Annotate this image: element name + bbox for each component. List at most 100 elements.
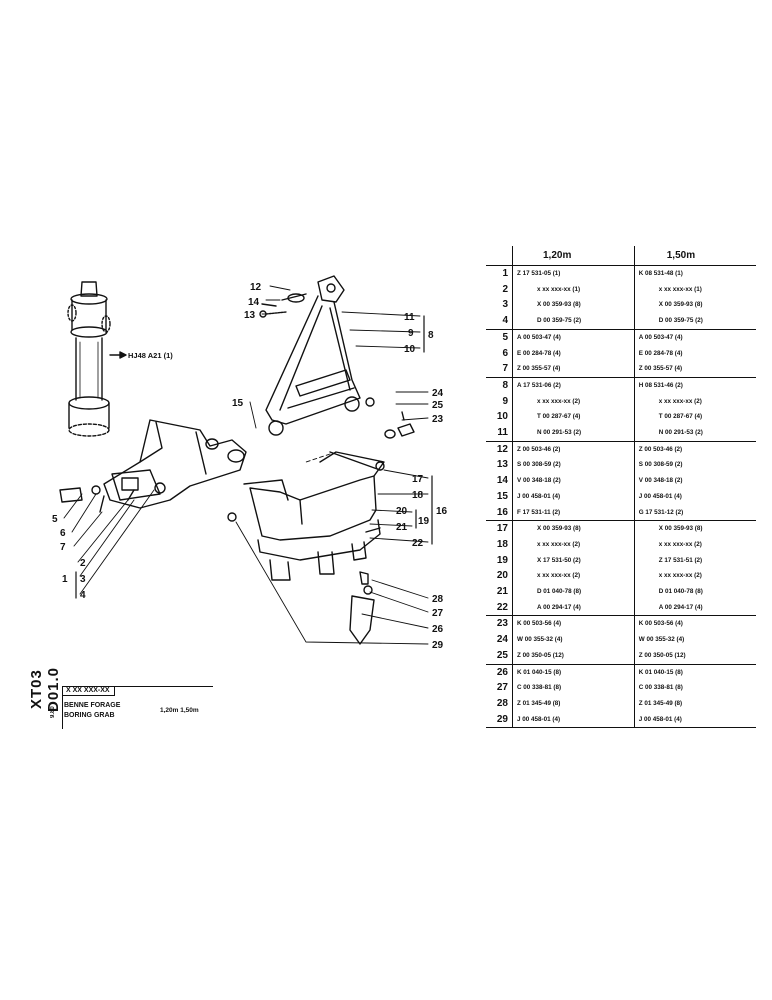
callout-16: 16 xyxy=(436,506,448,517)
part-number-1-20m: x xx xxx-xx (2) xyxy=(512,568,635,585)
part-number-1-50m: x xx xxx-xx (2) xyxy=(658,540,702,548)
table-header-size-1: 1,20m xyxy=(512,246,635,266)
item-number: 23 xyxy=(486,615,513,633)
item-number: 26 xyxy=(486,664,513,681)
callout-27: 27 xyxy=(432,608,444,619)
part-number-1-20m: J 00 458-01 (4) xyxy=(512,488,635,505)
item-number: 18 xyxy=(486,536,513,553)
callout-28: 28 xyxy=(432,594,444,605)
callout-19: 19 xyxy=(418,516,430,527)
item-number: 25 xyxy=(486,647,513,665)
item-number: 5 xyxy=(486,329,513,346)
part-number-1-20m: x xx xxx-xx (1) xyxy=(512,281,635,298)
item-number: 10 xyxy=(486,409,513,426)
callout-15: 15 xyxy=(232,398,244,409)
part-number-1-20m: D 00 359-75 (2) xyxy=(512,313,635,330)
part-number-1-20m: V 00 348-18 (2) xyxy=(512,473,635,489)
part-number-1-20m: x xx xxx-xx (2) xyxy=(512,536,635,553)
item-number: 27 xyxy=(486,680,513,696)
part-number-1-20m: F 17 531-11 (2) xyxy=(512,504,635,522)
callout-14: 14 xyxy=(248,297,260,308)
callout-17: 17 xyxy=(412,474,424,485)
callout-13: 13 xyxy=(244,310,256,321)
a-frame-illustration xyxy=(259,275,375,436)
title-sizes: 1,20m 1,50m xyxy=(160,707,199,714)
part-number-1-20m: X 00 359-93 (8) xyxy=(512,520,635,537)
part-number-1-50m: C 00 338-81 (8) xyxy=(638,684,683,692)
item-number: 8 xyxy=(486,377,513,394)
callout-7: 7 xyxy=(60,542,66,553)
part-number-1-50m: Z 00 503-46 (2) xyxy=(638,445,683,453)
item-number: 12 xyxy=(486,441,513,458)
part-number-1-50m: Z 01 345-49 (8) xyxy=(638,699,683,707)
callout-11: 11 xyxy=(404,312,415,323)
part-number-1-20m: S 00 308-59 (2) xyxy=(512,457,635,474)
part-number-1-50m: D 01 040-78 (8) xyxy=(658,588,703,596)
kelly-bar-note: HJ48 A21 (1) xyxy=(128,351,173,360)
item-number: 1 xyxy=(486,265,513,282)
item-number: 29 xyxy=(486,711,513,729)
callout-26: 26 xyxy=(432,624,444,635)
bucket-top-illustration xyxy=(59,419,247,513)
part-number-1-50m: K 00 503-56 (4) xyxy=(638,620,683,628)
item-number: 21 xyxy=(486,584,513,600)
part-number-1-20m: A 00 503-47 (4) xyxy=(512,329,635,346)
part-number-1-20m: D 01 040-78 (8) xyxy=(512,584,635,600)
item-number: 4 xyxy=(486,313,513,330)
callout-10: 10 xyxy=(404,344,416,355)
item-number: 2 xyxy=(486,281,513,298)
title-block-reference: X XX XXX-XX xyxy=(62,686,115,696)
callout-numbers: 12 14 13 11 9 8 10 15 24 25 23 17 18 16 … xyxy=(52,282,448,651)
title-french: BENNE FORAGE xyxy=(64,702,121,709)
part-number-1-20m: J 00 458-01 (4) xyxy=(512,711,635,729)
part-number-1-50m: x xx xxx-xx (1) xyxy=(658,285,702,293)
item-number: 22 xyxy=(486,599,513,617)
part-number-1-50m: K 01 040-15 (8) xyxy=(638,668,683,676)
group-brackets xyxy=(75,315,433,599)
part-number-1-20m: N 00 291-53 (2) xyxy=(512,425,635,442)
pin-illustration xyxy=(384,411,415,439)
part-number-1-20m: Z 00 355-57 (4) xyxy=(512,361,635,378)
part-number-1-20m: X 17 531-50 (2) xyxy=(512,552,635,569)
callout-6: 6 xyxy=(60,528,66,539)
item-number: 15 xyxy=(486,488,513,505)
part-number-1-50m: S 00 308-59 (2) xyxy=(638,461,683,469)
part-number-1-50m: X 00 359-93 (8) xyxy=(658,525,703,533)
part-number-1-50m: J 00 458-01 (4) xyxy=(634,711,756,729)
part-number-1-20m: W 00 355-32 (4) xyxy=(512,632,635,648)
part-number-1-50m: A 00 503-47 (4) xyxy=(638,333,683,341)
part-number-1-20m: K 00 503-56 (4) xyxy=(512,615,635,633)
item-number: 20 xyxy=(486,568,513,585)
callout-8: 8 xyxy=(428,330,434,341)
callout-23: 23 xyxy=(432,414,444,425)
callout-25: 25 xyxy=(432,400,444,411)
part-number-1-20m: Z 17 531-05 (1) xyxy=(512,265,635,282)
callout-5: 5 xyxy=(52,514,58,525)
part-number-1-50m: x xx xxx-xx (2) xyxy=(658,397,702,405)
callout-20: 20 xyxy=(396,506,408,517)
item-number: 24 xyxy=(486,632,513,648)
part-number-1-50m: Z 17 531-51 (2) xyxy=(658,556,703,564)
part-number-1-20m: Z 00 503-46 (2) xyxy=(512,441,635,458)
item-number: 28 xyxy=(486,695,513,712)
part-number-1-20m: E 00 284-78 (4) xyxy=(512,345,635,362)
revision-code: 9.80 xyxy=(50,706,56,718)
